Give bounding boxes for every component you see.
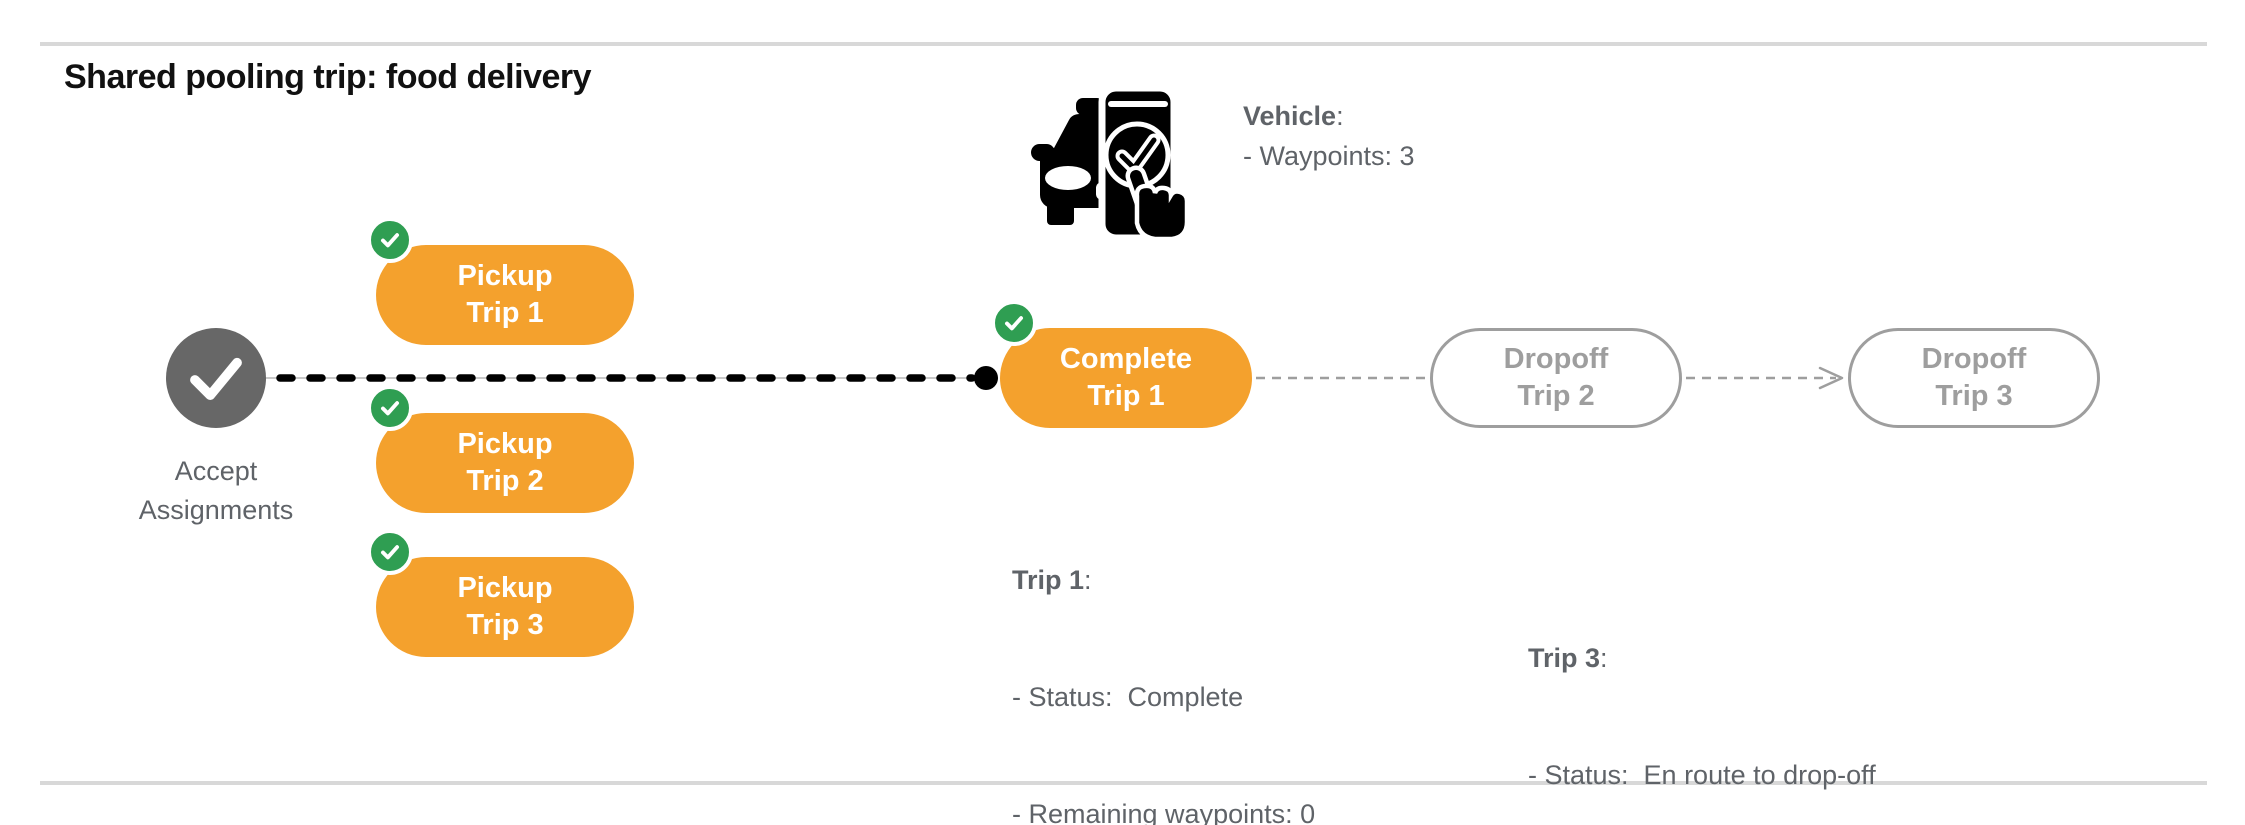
pill-label-line1: Pickup bbox=[457, 260, 553, 292]
top-divider bbox=[40, 42, 2207, 46]
pill-label-line1: Dropoff bbox=[1921, 343, 2027, 375]
pill-label-line1: Pickup bbox=[457, 428, 553, 460]
trip-3-status: - Status: En route to drop-off bbox=[1528, 760, 1876, 790]
pill-label-line2: Trip 1 bbox=[1087, 380, 1165, 412]
vehicle-waypoints: - Waypoints: 3 bbox=[1243, 141, 1415, 171]
trip-status-block-3: Trip 3: - Status: En route to drop-off -… bbox=[1528, 561, 2028, 825]
pickup-trip-2-node: Pickup Trip 2 bbox=[367, 385, 634, 513]
check-badge-icon bbox=[367, 217, 413, 263]
pill-label-line2: Trip 2 bbox=[1517, 380, 1595, 412]
vehicle-icon bbox=[1031, 84, 1190, 242]
trip-3-heading: Trip 3: bbox=[1528, 639, 2028, 678]
pill-label-line1: Complete bbox=[1059, 343, 1193, 375]
bottom-divider bbox=[40, 781, 2207, 785]
check-icon bbox=[190, 357, 242, 401]
trip-3-name: Trip 3 bbox=[1528, 643, 1601, 673]
dropoff-trip-3-node: Dropoff Trip 3 bbox=[1848, 328, 2100, 428]
check-badge-icon bbox=[367, 529, 413, 575]
accept-label-line1: Accept bbox=[174, 456, 258, 486]
pill-label-line1: Dropoff bbox=[1503, 343, 1609, 375]
vehicle-label-colon: : bbox=[1336, 101, 1344, 131]
trip-1-heading: Trip 1: bbox=[1012, 561, 1512, 600]
accept-assignments-label: Accept Assignments bbox=[46, 452, 386, 530]
trip-1-remaining: - Remaining waypoints: 0 bbox=[1012, 799, 1316, 825]
trip-1-name: Trip 1 bbox=[1012, 565, 1085, 595]
accept-label-line2: Assignments bbox=[138, 495, 294, 525]
trip-1-status: - Status: Complete bbox=[1012, 682, 1244, 712]
trip-3-colon: : bbox=[1600, 643, 1608, 673]
pill-label-line2: Trip 1 bbox=[466, 297, 544, 329]
vehicle-label: Vehicle bbox=[1243, 101, 1337, 131]
pill-label-line2: Trip 3 bbox=[466, 609, 544, 641]
pickup-trip-3-node: Pickup Trip 3 bbox=[367, 529, 634, 657]
pill-label-line2: Trip 3 bbox=[1935, 380, 2013, 412]
vehicle-label-line: Vehicle: bbox=[1243, 96, 1415, 136]
trip-1-colon: : bbox=[1084, 565, 1092, 595]
vehicle-legend: Vehicle: - Waypoints: 3 bbox=[1243, 96, 1415, 176]
page-title: Shared pooling trip: food delivery bbox=[64, 58, 592, 96]
pill-label-line1: Pickup bbox=[457, 572, 553, 604]
pill-label-line2: Trip 2 bbox=[466, 465, 544, 497]
dropoff-trip-2-node: Dropoff Trip 2 bbox=[1430, 328, 1682, 428]
route-end-dot bbox=[974, 366, 998, 390]
arrowhead-icon bbox=[1818, 366, 1844, 390]
trip-status-block-1-2: Trip 1: - Status: Complete - Remaining w… bbox=[1012, 483, 1512, 825]
check-badge-icon bbox=[991, 300, 1037, 346]
accept-assignments-node bbox=[166, 328, 266, 428]
complete-trip-1-node: Complete Trip 1 bbox=[991, 300, 1252, 428]
pickup-trip-1-node: Pickup Trip 1 bbox=[367, 217, 634, 345]
check-badge-icon bbox=[367, 385, 413, 431]
